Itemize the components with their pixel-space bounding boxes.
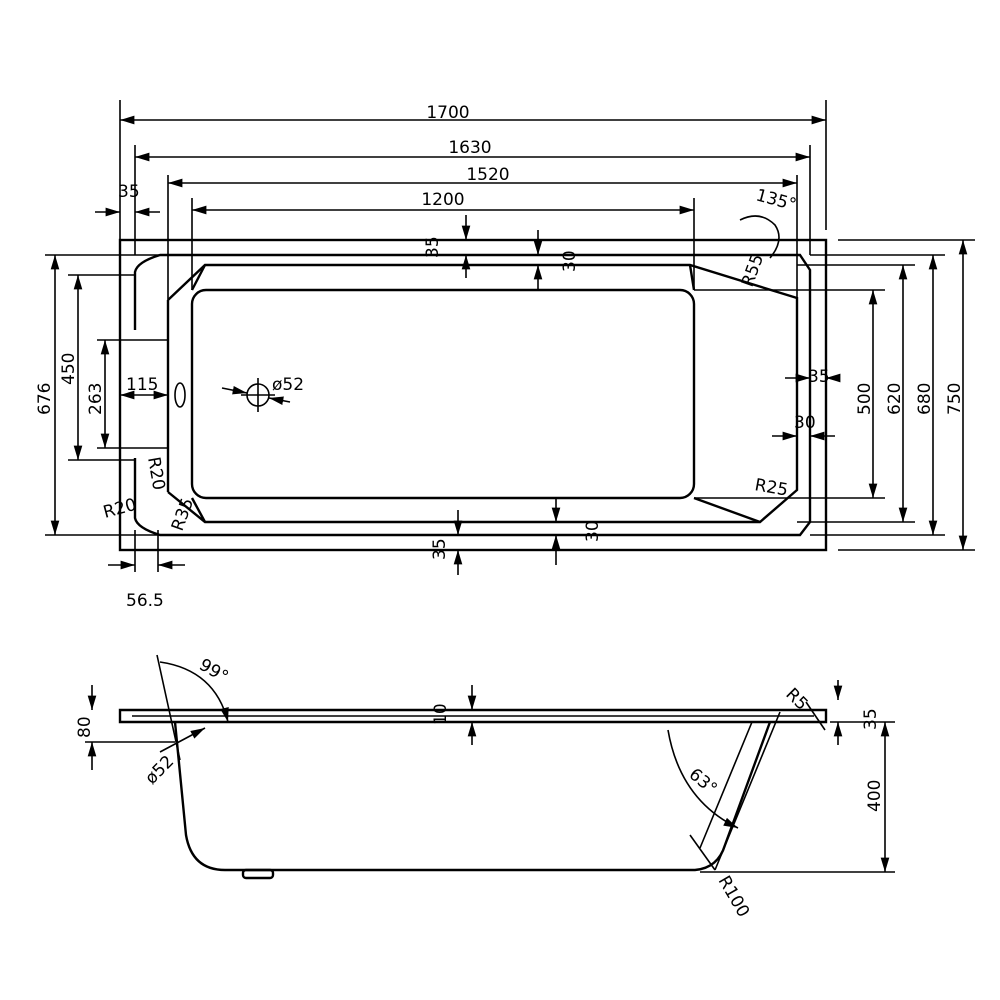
dim-35-bottom: 35 [430, 538, 450, 560]
bowl-chamfers [190, 264, 761, 524]
dim-400: 400 [865, 780, 885, 812]
radius-20-a: R20 [143, 455, 169, 491]
radius-20-b: R20 [101, 495, 138, 523]
dim-1520: 1520 [466, 165, 509, 185]
dim-750: 750 [945, 383, 965, 415]
waste-centre-mark [241, 378, 275, 412]
dim-1200: 1200 [421, 190, 464, 210]
dim-676: 676 [35, 383, 55, 415]
side-rim [118, 708, 828, 724]
radius-100: R100 [714, 873, 753, 921]
bowl-outline [166, 263, 799, 524]
dim-1630: 1630 [448, 138, 491, 158]
radius-35: R35 [168, 495, 198, 533]
angle-63: 63° [685, 765, 721, 800]
waste-outlet [241, 868, 275, 880]
radius-25: R25 [753, 475, 789, 501]
angle-99: 99° [196, 655, 232, 687]
radius-55: R55 [738, 251, 768, 289]
angle-135: 135° [754, 186, 799, 216]
dim-35-left: 35 [118, 182, 140, 202]
dia-52: ø52 [272, 375, 304, 395]
dim-10: 10 [431, 703, 451, 725]
overflow-hole [174, 382, 186, 408]
dim-500: 500 [855, 383, 875, 415]
side-view: 99° 80 10 ø52 R5 35 400 63° R100 [75, 654, 895, 921]
outer-rim [118, 238, 828, 552]
side-dimension-lines [85, 654, 895, 873]
dim-30-top: 30 [560, 250, 580, 272]
dim-263: 263 [86, 383, 106, 415]
dim-56-5: 56.5 [126, 591, 164, 611]
rim-inner-outline [133, 253, 812, 537]
bowl-floor [190, 288, 696, 500]
dim-30-bottom: 30 [583, 520, 603, 542]
dim-80: 80 [75, 716, 95, 738]
top-dimension-lines [45, 100, 975, 575]
side-dim-35: 35 [861, 708, 881, 730]
dim-35-right: 35 [808, 367, 830, 387]
dim-115: 115 [126, 375, 158, 395]
dim-680: 680 [915, 383, 935, 415]
side-dia-52: ø52 [141, 752, 178, 789]
dim-620: 620 [885, 383, 905, 415]
dim-450: 450 [59, 353, 79, 385]
dim-35-top: 35 [423, 236, 443, 258]
dim-30-right: 30 [794, 413, 816, 433]
dim-1700: 1700 [426, 103, 469, 123]
top-view: 1700 1630 1520 1200 35 35 30 135° R55 67… [35, 100, 975, 611]
